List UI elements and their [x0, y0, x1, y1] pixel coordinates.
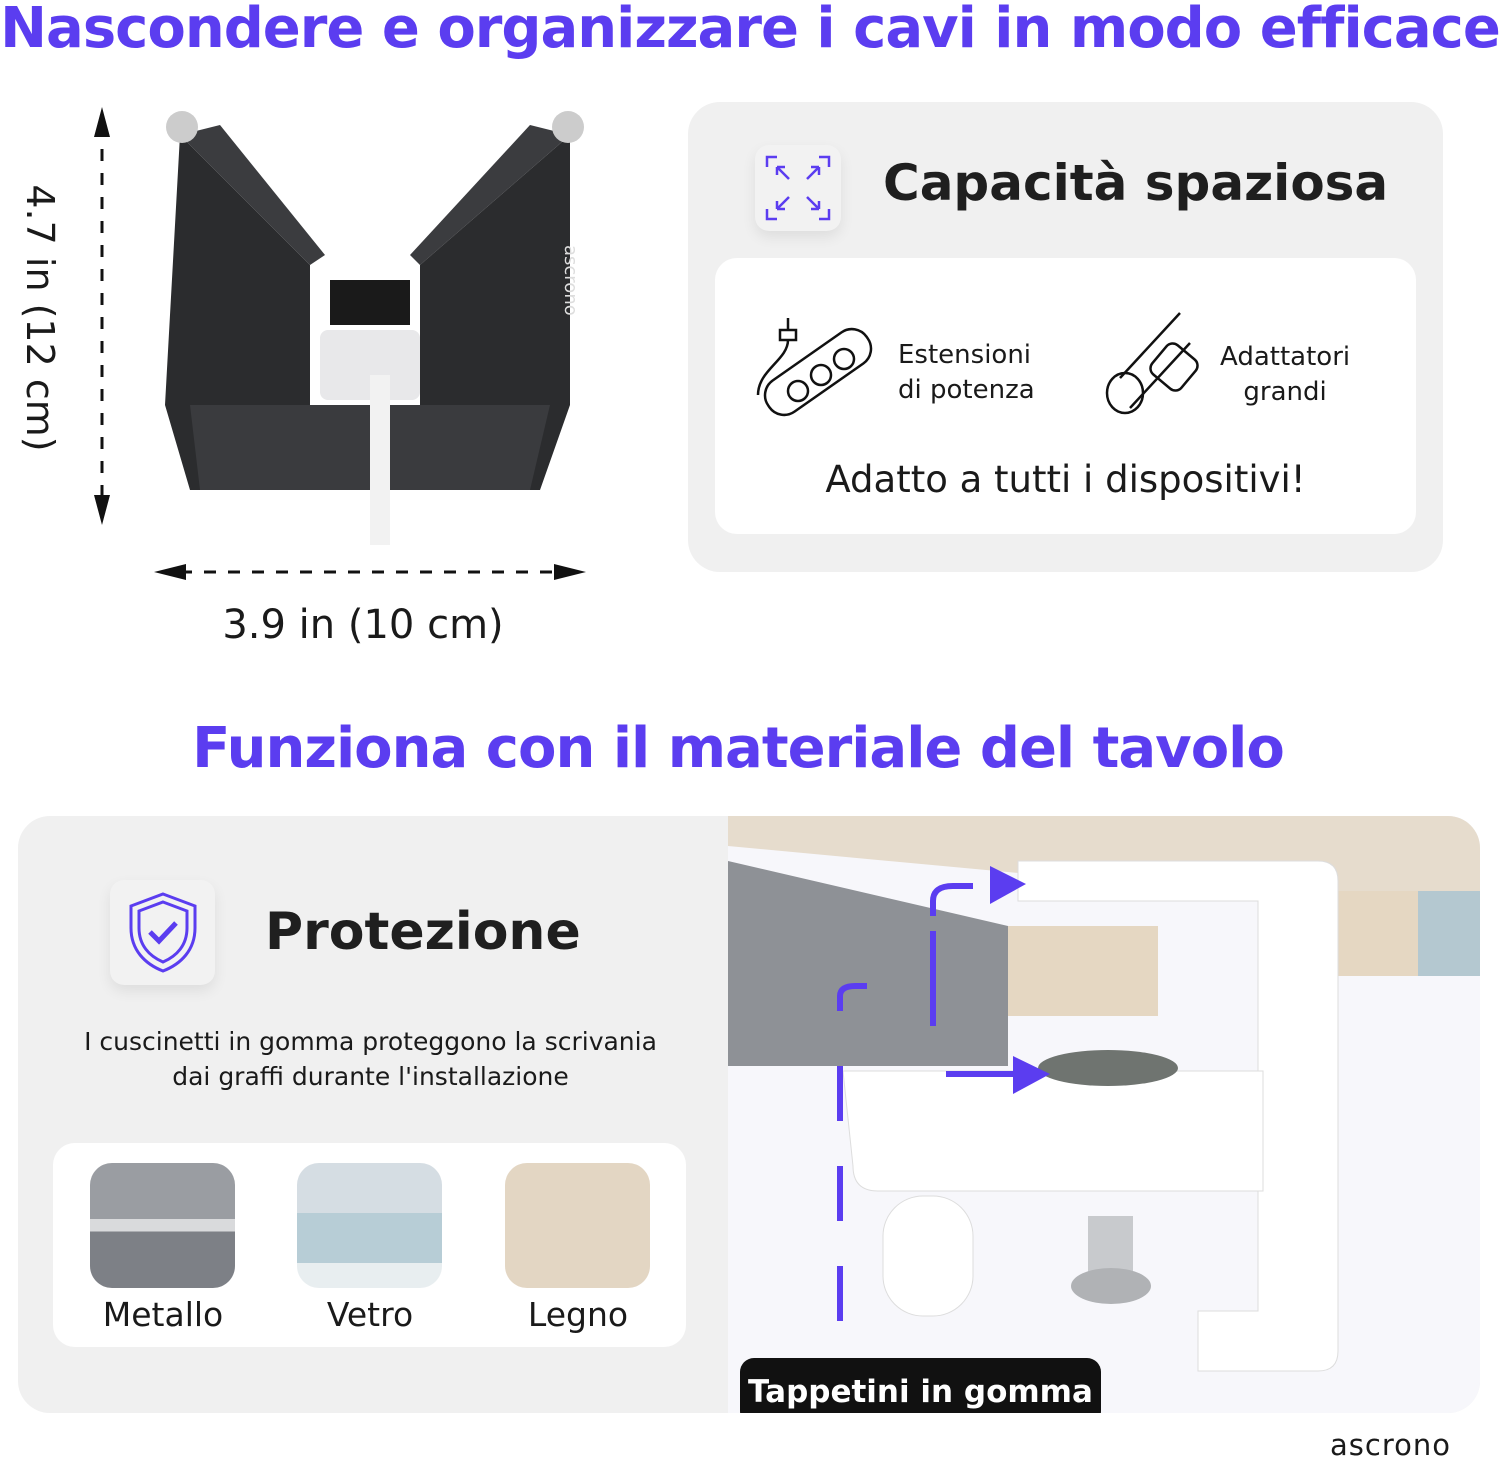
protection-card: Protezione I cuscinetti in gomma protegg…	[18, 816, 1480, 1413]
label-line: grandi	[1243, 377, 1327, 407]
brand-logo: ascrono	[1330, 1428, 1451, 1462]
height-arrow-icon	[94, 107, 110, 525]
width-label: 3.9 in (10 cm)	[222, 602, 504, 648]
rubber-pads-badge: Tappetini in gomma	[740, 1358, 1101, 1413]
section-title: Funziona con il materiale del tavolo	[192, 716, 1285, 781]
charger-adapter-icon	[1105, 312, 1199, 415]
protection-description: I cuscinetti in gomma proteggono la scri…	[18, 1024, 723, 1094]
capacity-title: Capacità spaziosa	[883, 154, 1389, 212]
adapter-label: Adattatori grandi	[1220, 340, 1350, 410]
product-brand-print: ascrono	[560, 245, 581, 316]
desk-clamp-image	[728, 816, 1480, 1413]
label-line: Estensioni	[898, 340, 1032, 370]
devices-panel: Estensioni di potenza Adattatori grandi …	[715, 258, 1416, 534]
capacity-card: Capacità spaziosa Estensioni di potenza …	[688, 102, 1443, 572]
glass-swatch	[297, 1163, 442, 1288]
glass-label: Vetro	[326, 1295, 414, 1334]
width-arrow-icon	[154, 564, 586, 580]
expand-arrows-icon	[755, 145, 841, 231]
label-line: di potenza	[898, 375, 1035, 405]
wood-label: Legno	[527, 1295, 629, 1334]
desc-line: dai graffi durante l'installazione	[172, 1062, 569, 1091]
wood-swatch	[505, 1163, 650, 1288]
materials-panel: Metallo Vetro Legno	[53, 1143, 686, 1347]
cable-tray-product-image: ascrono	[165, 111, 584, 545]
power-strip-label: Estensioni di potenza	[898, 338, 1035, 408]
shield-check-icon	[110, 880, 215, 985]
metal-swatch	[90, 1163, 235, 1288]
page-title: Nascondere e organizzare i cavi in modo …	[0, 0, 1500, 61]
desc-line: I cuscinetti in gomma proteggono la scri…	[84, 1027, 657, 1056]
devices-footer: Adatto a tutti i dispositivi!	[825, 458, 1306, 501]
label-line: Adattatori	[1220, 342, 1351, 372]
power-strip-icon	[756, 318, 873, 417]
height-label: 4.7 in (12 cm)	[18, 184, 62, 452]
metal-label: Metallo	[102, 1295, 224, 1334]
protection-title: Protezione	[265, 902, 581, 962]
